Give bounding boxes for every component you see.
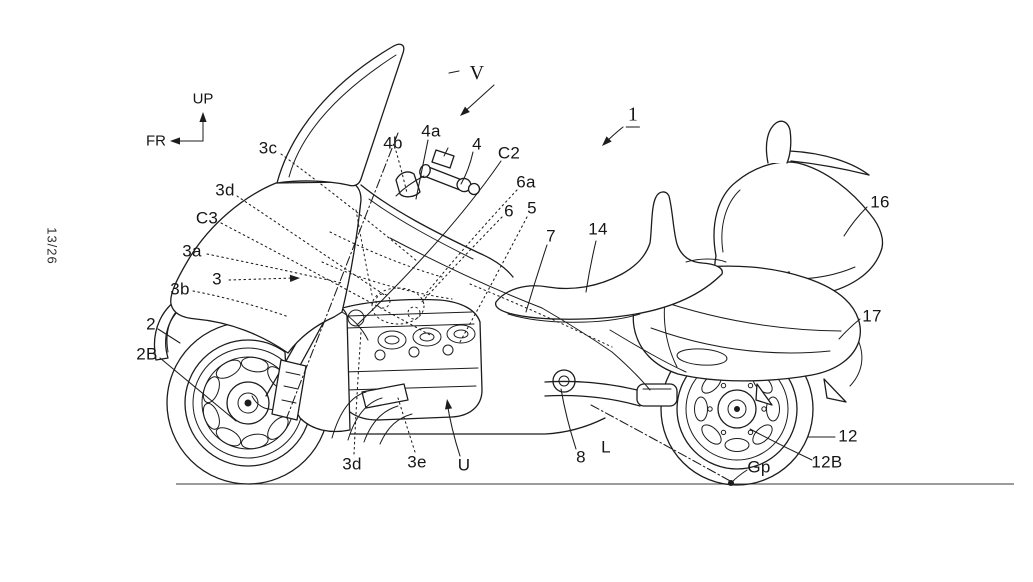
leader-6 [419,216,503,305]
leader-17 [838,318,861,340]
front-fairing [170,181,369,354]
engine [335,298,483,421]
leader-3e [397,397,416,453]
leader-4a [415,139,429,200]
leader-3c [280,153,419,263]
leader-steer-axis [286,132,399,418]
leader-8 [560,388,577,450]
arrowhead-ref-1 [602,136,612,146]
leader-3b [192,290,290,318]
leader-Gp [731,469,748,483]
brake-caliper [271,359,307,421]
handlebar [395,147,481,198]
leader-C3 [220,222,433,337]
windshield [276,43,405,187]
ground-contact-dot [728,480,734,486]
hidden-internals [321,209,613,348]
swingarm-exhaust [544,369,678,407]
leader-3a [206,253,343,284]
arrowhead-ref-3 [289,274,300,282]
leader-L-axis [590,404,733,483]
leader-7 [525,244,548,313]
leader-5 [459,216,528,343]
leader-6a [423,189,518,297]
arrowhead-axis-up [199,112,207,122]
arrowhead-view-V [460,106,470,116]
leader-2 [157,328,181,344]
leader-16 [843,206,868,237]
leader-V-tick [448,70,460,74]
leader-V-shaft [461,84,495,115]
leader-14 [585,240,597,293]
leader-4 [460,151,474,185]
leader-3 [228,277,295,281]
seat [494,191,727,373]
body-frame-lines [360,184,651,391]
arrowhead-ref-U [445,399,453,410]
leader-3d-lower [353,331,362,455]
leader-2B [159,357,237,422]
leader-4b [395,150,408,194]
arrowhead-axis-fr [170,137,180,145]
leader-12B [749,428,813,461]
leader-U [446,401,461,457]
leader-C2 [357,160,502,325]
leader-3d-upper [236,195,387,297]
